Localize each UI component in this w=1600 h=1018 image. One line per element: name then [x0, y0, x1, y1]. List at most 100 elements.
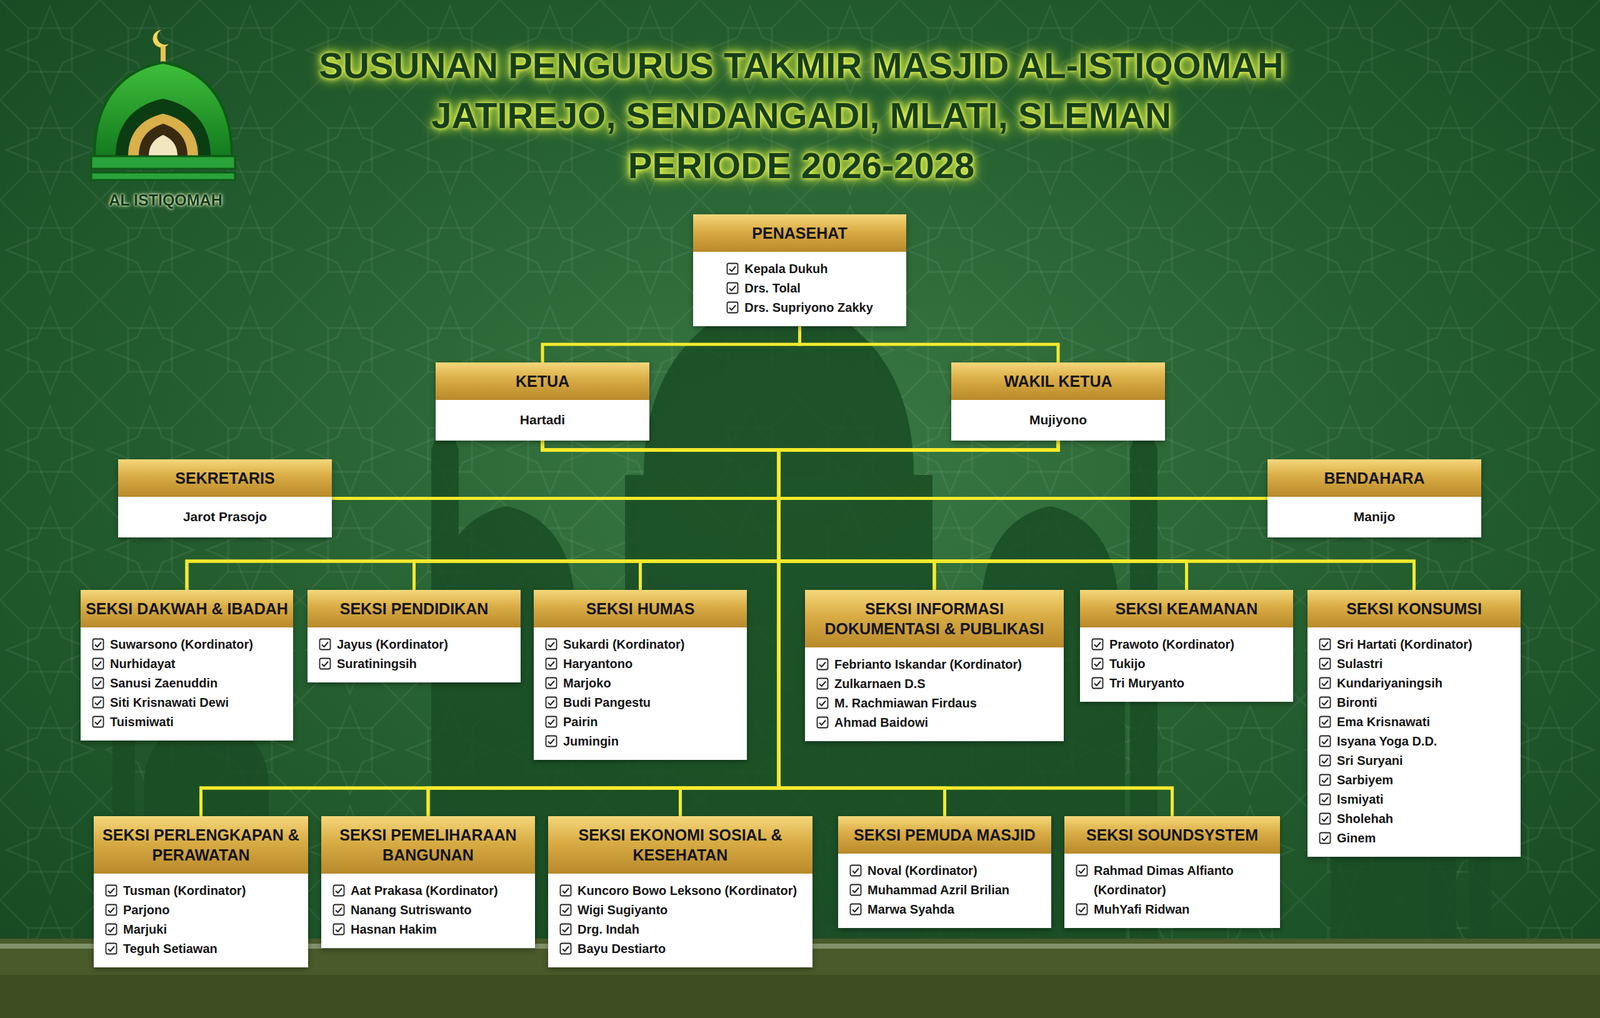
member-row: Sukardi (Kordinator): [545, 635, 736, 655]
member-name: Sulastri: [1336, 654, 1383, 674]
org-box: SEKSI SOUNDSYSTEMRahmad Dimas Alfianto (…: [1064, 816, 1280, 929]
checkbox-icon: [332, 923, 345, 936]
member-name: Isyana Yoga D.D.: [1336, 731, 1437, 752]
member-name: Sukardi (Kordinator): [563, 635, 685, 655]
member-list: Manijo: [1353, 506, 1396, 527]
checkbox-icon: [559, 942, 572, 955]
member-list: Aat Prakasa (Kordinator)Nanang Sutriswan…: [332, 881, 524, 940]
checkbox-icon: [816, 716, 829, 729]
org-box: SEKSI PENDIDIKANJayus (Kordinator)Surati…: [307, 590, 521, 683]
checkbox-icon: [1075, 903, 1089, 916]
connector-line: [778, 440, 1059, 590]
box-heading: SEKSI KEAMANAN: [1080, 590, 1294, 628]
checkbox-icon: [1318, 735, 1332, 748]
member-name: Muhammad Azril Brilian: [867, 880, 1010, 900]
member-name: Sarbiyem: [1336, 770, 1394, 790]
member-row: Suratiningsih: [318, 654, 510, 674]
checkbox-icon: [1318, 657, 1332, 670]
member-name: Noval (Kordinator): [867, 861, 978, 881]
member-row: Zulkarnaen D.S: [816, 674, 1053, 694]
logo-text: AL ISTIQOMAH: [75, 190, 257, 210]
member-row: Muhammad Azril Brilian: [849, 880, 1040, 900]
connector-line: [542, 326, 800, 363]
checkbox-icon: [1318, 638, 1332, 651]
checkbox-icon: [545, 676, 558, 690]
member-name: Suwarsono (Kordinator): [110, 635, 254, 655]
checkbox-icon: [1318, 715, 1332, 729]
member-list: Noval (Kordinator)Muhammad Azril Brilian…: [849, 861, 1040, 920]
member-name: Drs. Tolal: [744, 278, 801, 299]
checkbox-icon: [559, 884, 572, 897]
checkbox-icon: [545, 735, 558, 748]
member-row: Sri Hartati (Kordinator): [1318, 635, 1510, 655]
box-body: Jayus (Kordinator)Suratiningsih: [307, 627, 521, 683]
member-row: Kundariyaningsih: [1318, 673, 1510, 694]
member-list: Suwarsono (Kordinator)NurhidayatSanusi Z…: [91, 635, 282, 732]
member-list: Hartadi: [520, 410, 565, 430]
connector-line: [414, 440, 1059, 590]
member-row: Sri Suryani: [1318, 751, 1510, 771]
member-row: Bayu Destiarto: [559, 939, 802, 959]
box-heading: SEKSI PENDIDIKAN: [307, 590, 521, 628]
member-list: Jarot Prasojo: [183, 506, 267, 527]
member-list: Kuncoro Bowo Leksono (Kordinator)Wigi Su…: [559, 881, 802, 959]
checkbox-icon: [1091, 657, 1104, 670]
checkbox-icon: [559, 923, 572, 936]
member-name: Wigi Sugiyanto: [577, 900, 668, 920]
member-row: Siti Krisnawati Dewi: [91, 693, 282, 713]
box-body: Mujiyono: [951, 400, 1165, 441]
box-heading: SEKRETARIS: [118, 459, 332, 497]
member-name: Tukijo: [1109, 654, 1145, 674]
box-heading: BENDAHARA: [1267, 459, 1482, 497]
checkbox-icon: [91, 657, 105, 670]
member-name: Jarot Prasojo: [183, 506, 267, 527]
member-row: Bironti: [1318, 693, 1510, 713]
subtitle: JATIREJO, SENDANGADI, MLATI, SLEMAN: [176, 90, 1427, 141]
member-row: Ahmad Baidowi: [816, 713, 1053, 733]
member-name: Ginem: [1336, 828, 1376, 849]
box-heading: SEKSI PERLENGKAPAN & PERAWATAN: [93, 816, 309, 874]
member-name: Manijo: [1353, 506, 1396, 527]
member-name: Hasnan Hakim: [350, 920, 437, 940]
member-name: Ismiyati: [1336, 790, 1384, 810]
member-name: Sri Suryani: [1336, 751, 1404, 771]
member-row: Tusman (Kordinator): [105, 881, 297, 901]
box-heading: WAKIL KETUA: [951, 362, 1165, 400]
member-row: Nurhidayat: [91, 654, 282, 674]
member-name: Tri Muryanto: [1109, 673, 1185, 694]
org-box: SEKSI PEMUDA MASJIDNoval (Kordinator)Muh…: [838, 816, 1052, 929]
member-name: Marwa Syahda: [867, 900, 955, 920]
member-name: Parjono: [123, 900, 170, 920]
checkbox-icon: [318, 638, 332, 651]
checkbox-icon: [816, 696, 829, 710]
box-body: Kepala DukuhDrs. TolalDrs. Supriyono Zak…: [693, 251, 907, 327]
member-name: Teguh Setiawan: [123, 939, 218, 959]
member-row: Drg. Indah: [559, 920, 802, 940]
member-name: Marjuki: [123, 920, 167, 940]
checkbox-icon: [105, 942, 118, 955]
member-row: Febrianto Iskandar (Kordinator): [816, 655, 1053, 675]
member-name: Pairin: [563, 712, 599, 732]
member-name: Budi Pangestu: [563, 693, 651, 713]
checkbox-icon: [1091, 676, 1104, 690]
box-body: Aat Prakasa (Kordinator)Nanang Sutriswan…: [321, 873, 535, 949]
org-box: SEKSI DAKWAH & IBADAHSuwarsono (Kordinat…: [80, 590, 294, 741]
member-row: Wigi Sugiyanto: [559, 900, 802, 920]
checkbox-icon: [1318, 676, 1332, 690]
member-name: Sholehah: [1336, 809, 1394, 829]
member-row: Jarot Prasojo: [183, 506, 267, 527]
checkbox-icon: [105, 903, 118, 917]
member-row: Isyana Yoga D.D.: [1318, 731, 1510, 752]
member-name: Nanang Sutriswanto: [350, 900, 472, 920]
connector-line: [778, 440, 1187, 590]
checkbox-icon: [849, 883, 862, 897]
member-name: Kuncoro Bowo Leksono (Kordinator): [577, 881, 797, 901]
member-name: Febrianto Iskandar (Kordinator): [834, 655, 1022, 675]
member-row: Rahmad Dimas Alfianto (Kordinator): [1075, 861, 1269, 900]
member-row: Marjoko: [545, 673, 736, 694]
checkbox-icon: [318, 657, 332, 670]
member-list: Rahmad Dimas Alfianto (Kordinator)MuhYaf…: [1075, 861, 1269, 920]
member-name: Ahmad Baidowi: [834, 713, 929, 733]
box-body: Manijo: [1267, 496, 1482, 538]
box-heading: SEKSI HUMAS: [533, 590, 747, 628]
